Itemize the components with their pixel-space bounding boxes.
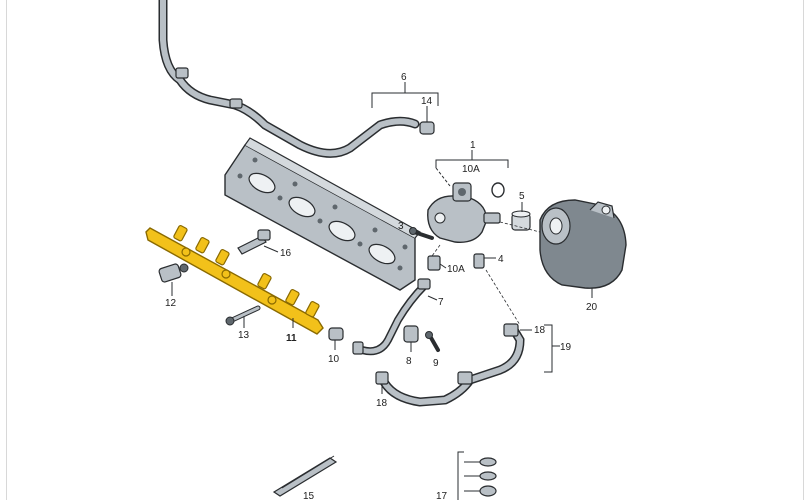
label-9: 9 — [433, 358, 439, 369]
fitting-part-8[interactable] — [403, 325, 419, 352]
sensor-part-12[interactable] — [158, 263, 189, 296]
label-5: 5 — [519, 191, 525, 202]
label-7: 7 — [438, 297, 444, 308]
injector-part-16[interactable] — [237, 229, 279, 255]
label-19: 19 — [560, 342, 572, 353]
left-frame-line — [6, 0, 7, 500]
label-14: 14 — [421, 96, 433, 107]
bolt-part-9[interactable] — [425, 331, 440, 352]
fitting-part-10a[interactable] — [427, 255, 447, 271]
bolt-part-3[interactable] — [409, 227, 434, 240]
label-10a-top: 10A — [462, 164, 480, 175]
o-ring-part[interactable] — [491, 182, 505, 198]
clamp-part-15[interactable] — [272, 455, 338, 497]
fitting-part-10[interactable] — [328, 327, 344, 350]
bracket-19 — [520, 324, 560, 373]
clip-part-14[interactable] — [419, 106, 435, 135]
bottom-hose-part-19[interactable] — [375, 323, 525, 407]
label-3: 3 — [398, 221, 404, 232]
vacuum-pump-part-20[interactable] — [539, 199, 627, 298]
label-12: 12 — [165, 298, 177, 309]
label-20: 20 — [586, 302, 598, 313]
bracket-6 — [371, 82, 439, 108]
fitting-part-4[interactable] — [473, 253, 496, 269]
label-6: 6 — [401, 72, 407, 83]
fuel-rail-part-11[interactable] — [145, 225, 324, 335]
label-10: 10 — [328, 354, 340, 365]
lower-hose-part-7[interactable] — [352, 278, 438, 356]
right-frame-line — [803, 0, 804, 500]
label-13: 13 — [238, 330, 250, 341]
high-pressure-pump-part-1[interactable] — [427, 182, 501, 243]
parts-group-17[interactable] — [457, 451, 497, 500]
alignment-lines — [431, 221, 541, 326]
label-18: 18 — [534, 325, 546, 336]
label-15: 15 — [303, 491, 315, 500]
label-1: 1 — [470, 140, 476, 151]
label-17: 17 — [436, 491, 448, 500]
label-4: 4 — [498, 254, 504, 265]
upper-hose-part[interactable] — [158, 0, 420, 158]
label-10a-side: 10A — [447, 264, 465, 275]
bolt-part-13[interactable] — [225, 305, 261, 328]
manifold-gasket-part[interactable] — [224, 137, 421, 291]
label-8: 8 — [406, 356, 412, 367]
label-11: 11 — [286, 333, 297, 344]
label-16: 16 — [280, 248, 292, 259]
bracket-1 — [435, 150, 509, 187]
label-18-lower: 18 — [376, 398, 388, 409]
